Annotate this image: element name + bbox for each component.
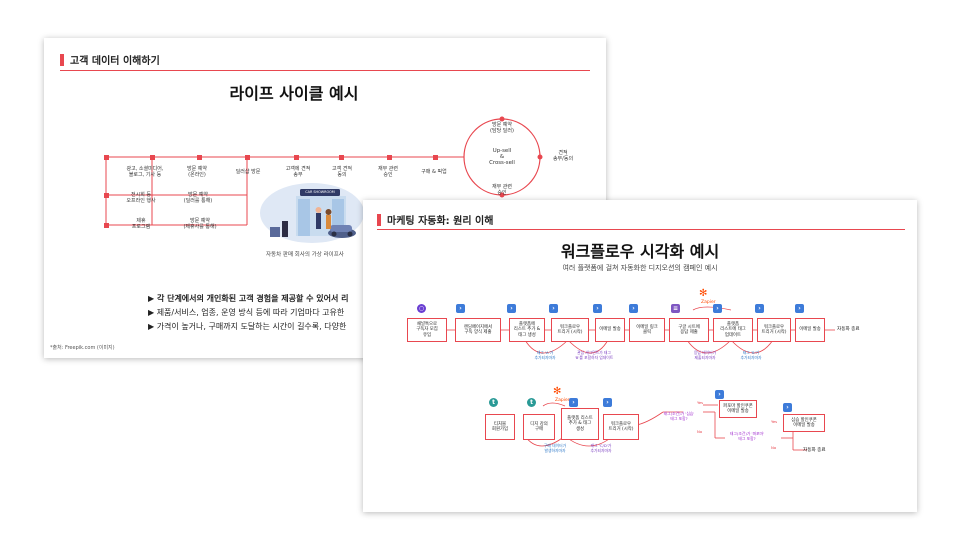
stage-dot bbox=[294, 155, 299, 160]
header-accent bbox=[60, 53, 64, 66]
platform-icon: › bbox=[755, 304, 764, 313]
slide-subtitle: 여러 플랫폼에 걸쳐 자동화한 디지오션의 캠페인 예시 bbox=[562, 264, 718, 272]
workflow-step: 구글 시트에 응답 제출 bbox=[669, 318, 709, 342]
condition-label: 태그(조건)가 '퍼포마' 태그 포함? bbox=[729, 431, 765, 441]
bullet-text: ▶ 가격이 높거나, 구매까지 도달하는 시간이 길수록, 다양한 bbox=[148, 322, 347, 331]
zapier-icon: ✻ bbox=[699, 288, 708, 299]
branch-label: 전시회 등 오프라인 행사 bbox=[126, 192, 156, 204]
outcome-step: 심습 할인쿠폰 이메일 발송 bbox=[783, 414, 825, 432]
stage-label: 딜러샵 방문 bbox=[235, 169, 261, 175]
platform-icon: › bbox=[507, 304, 516, 313]
branch-label: 방문 예약 (제휴사를 통해) bbox=[183, 218, 217, 230]
cycle-label: 방문 예약 (담당 딜러) bbox=[490, 122, 514, 134]
workflow-step: 채널톡으로 구독자 모집 유입 bbox=[407, 318, 447, 342]
workflow-step: 플랫폼 리스트에 태그 업데이트 bbox=[713, 318, 753, 342]
branch-label: 제휴 프로그램 bbox=[131, 218, 151, 230]
cycle-center-label: Up-sell & Cross-sell bbox=[489, 148, 515, 166]
no-label: No bbox=[771, 445, 777, 450]
workflow-end: 자동화 종료 bbox=[837, 327, 860, 332]
outcome-step: 퍼포마 할인쿠폰 이메일 발송 bbox=[719, 400, 757, 418]
platform-icon: › bbox=[603, 398, 612, 407]
platform-icon: › bbox=[713, 304, 722, 313]
platform-icon: › bbox=[593, 304, 602, 313]
teachable-icon: t bbox=[489, 398, 498, 407]
bullet-text: ▶ 각 단계에서의 개인화된 고객 경험을 제공할 수 있어서 리 bbox=[148, 294, 349, 303]
workflow-step: 워크플로우 트리거 (시작) bbox=[603, 414, 639, 440]
google-sheets-icon: ≡ bbox=[671, 304, 680, 313]
source-note: *출처: Freepik.com (이미지) bbox=[50, 345, 115, 351]
lifecycle-lines bbox=[105, 116, 543, 226]
slide-header: 마케팅 자동화: 원리 이해 bbox=[377, 212, 493, 227]
workflow-step: 플랫폼 리스트 추가 & 태그 생성 bbox=[561, 408, 599, 440]
slide-lifecycle: 고객 데이터 이해하기 라이프 사이클 예시 광고, 소셜미디어, 블로그, 기… bbox=[44, 38, 606, 358]
header-accent bbox=[377, 213, 381, 226]
platform-icon: › bbox=[783, 403, 792, 412]
stage-label: 방문 예약 (온라인) bbox=[187, 166, 207, 178]
trigger-note: 구매 데이터가 발생하자마자 bbox=[543, 443, 567, 453]
platform-icon: › bbox=[456, 304, 465, 313]
showroom-sign-text: CAR SHOWROOM bbox=[305, 190, 335, 194]
workflow-step: 워크플로우 트리거 (시작) bbox=[757, 318, 791, 342]
stage-label: 구매 & 픽업 bbox=[421, 169, 447, 175]
workflow-step: 랜딩페이지에서 구독 양식 제출 bbox=[455, 318, 501, 342]
slide-header: 고객 데이터 이해하기 bbox=[60, 52, 160, 67]
header-rule bbox=[60, 70, 590, 71]
no-label: No bbox=[697, 429, 703, 434]
zapier-icon: ✻ bbox=[553, 386, 562, 397]
workflow-step: 워크플로우 트리거 (시작) bbox=[551, 318, 589, 342]
yes-label: Yes bbox=[771, 419, 778, 424]
platform-icon: › bbox=[569, 398, 578, 407]
cycle-label: 견적 송부/동의 bbox=[552, 150, 574, 162]
slide-workflow: 마케팅 자동화: 원리 이해 워크플로우 시각화 예시 여러 플랫폼에 걸쳐 자… bbox=[363, 200, 917, 512]
yes-label: Yes bbox=[697, 400, 704, 405]
stage-dot bbox=[104, 193, 109, 198]
stage-dot bbox=[104, 223, 109, 228]
platform-icon: › bbox=[629, 304, 638, 313]
workflow-step: 디지 강의 구매 bbox=[523, 414, 555, 440]
cycle-label: 재무 관련 승인 bbox=[492, 184, 512, 196]
workflow-step: 플랫폼에 리스트 추가 & 태그 생성 bbox=[509, 318, 545, 342]
stage-dot bbox=[150, 155, 155, 160]
trigger-note: 태그 'A'가 추가되자마자 bbox=[534, 350, 556, 360]
illustration-caption: 자동차 판매 회사의 가상 라이프사 bbox=[266, 252, 344, 258]
trigger-note: 관심 세그먼트가 태그 'B'를 포함하자 업데이트 bbox=[574, 350, 614, 360]
workflow-end: 자동화 종료 bbox=[803, 448, 826, 453]
trigger-note: 태그 'B'가 추가되자마자 bbox=[740, 350, 762, 360]
stage-label: 고객에 견적 송부 bbox=[285, 166, 311, 178]
platform-icon: › bbox=[795, 304, 804, 313]
workflow-step: 티처블 회원가입 bbox=[485, 414, 515, 440]
slide-title: 라이프 사이클 예시 bbox=[229, 84, 359, 103]
workflow-step: 이메일 발송 bbox=[795, 318, 825, 342]
platform-icon: › bbox=[549, 304, 558, 313]
branch-label: 방문 예약 (딜러를 통해) bbox=[183, 192, 213, 204]
showroom-illustration: CAR SHOWROOM bbox=[260, 183, 365, 243]
header-text: 마케팅 자동화: 원리 이해 bbox=[387, 216, 494, 227]
stage-dot bbox=[433, 155, 438, 160]
stage-dot bbox=[104, 155, 109, 160]
trigger-note: 태그 'C/D'가 추가되자마자 bbox=[590, 443, 612, 453]
workflow-step: 이메일 발송 bbox=[595, 318, 625, 342]
zapier-label: Zapier bbox=[555, 398, 570, 403]
stage-label: 광고, 소셜미디어, 블로그, 기사 등 bbox=[126, 166, 164, 178]
header-text: 고객 데이터 이해하기 bbox=[70, 56, 160, 67]
zapier-label: Zapier bbox=[701, 300, 716, 305]
teachable-icon: t bbox=[527, 398, 536, 407]
bullet-text: ▶ 제품/서비스, 업종, 운영 방식 등에 따라 기업마다 고유한 bbox=[148, 308, 345, 317]
stage-label: 재무 관련 승인 bbox=[378, 166, 398, 178]
stage-dot bbox=[197, 155, 202, 160]
stage-dot bbox=[245, 155, 250, 160]
stage-dot bbox=[339, 155, 344, 160]
slide-title: 워크플로우 시각화 예시 bbox=[560, 242, 720, 261]
workflow-connectors bbox=[445, 306, 835, 451]
stage-dot bbox=[387, 155, 392, 160]
condition-label: 태그(조건)가 '심습' 태그 포함? bbox=[663, 411, 695, 421]
platform-icon: › bbox=[715, 390, 724, 399]
workflow-step: 이메일 링크 클릭 bbox=[629, 318, 665, 342]
stage-label: 고객 견적 동의 bbox=[332, 166, 352, 178]
trigger-note: 응답 데이터가 제출되자마자 bbox=[693, 350, 717, 360]
header-rule bbox=[377, 229, 905, 230]
channeltalk-icon: ○ bbox=[417, 304, 426, 313]
